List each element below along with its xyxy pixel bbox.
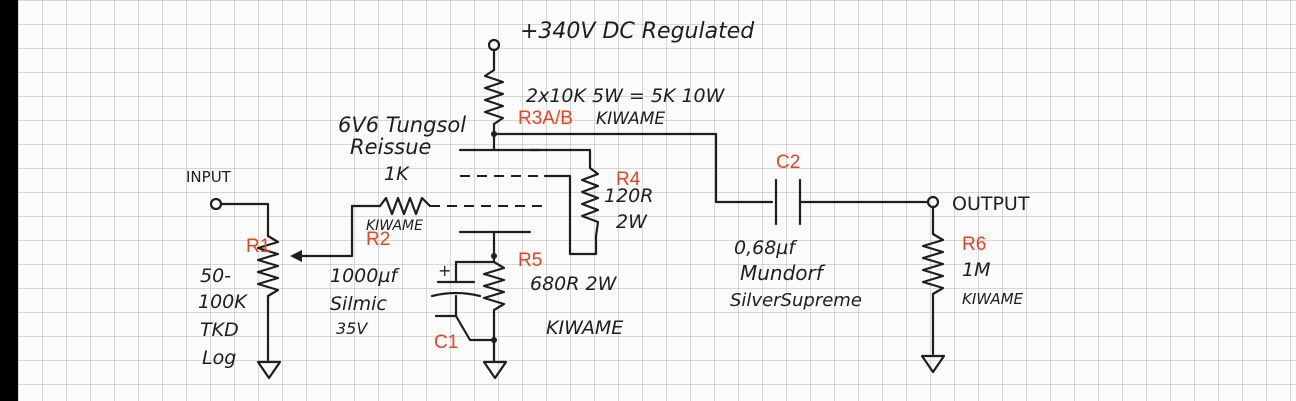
r1-potentiometer xyxy=(256,234,282,380)
r2-brand: KIWAME xyxy=(366,218,423,234)
tube-name-2: Reissue xyxy=(350,135,431,159)
r5-brand: KIWAME xyxy=(546,317,623,339)
c2-series: SilverSupreme xyxy=(730,290,862,311)
supply-label: +340V DC Regulated xyxy=(520,19,755,44)
r6-brand: KIWAME xyxy=(962,290,1024,308)
r1-ref-label: R1 xyxy=(246,236,270,257)
tube-6v6 xyxy=(430,138,598,258)
plate-wire xyxy=(491,131,774,204)
c2-value: 0,68µf xyxy=(734,237,798,259)
r3-ref-label: R3A/B xyxy=(518,108,573,129)
r4-power: 2W xyxy=(616,211,648,233)
c1-voltage: 35V xyxy=(336,319,368,338)
c2-brand: Mundorf xyxy=(740,261,826,285)
c2-capacitor xyxy=(774,178,930,226)
output-terminal xyxy=(926,195,940,236)
r3-value: 2x10K 5W = 5K 10W xyxy=(526,85,726,107)
r2-resistor xyxy=(290,196,432,262)
r4-resistor xyxy=(580,166,600,238)
r4-value: 120R xyxy=(604,185,653,207)
r6-resistor xyxy=(920,232,946,374)
r3-resistor xyxy=(483,68,505,142)
image-border xyxy=(0,0,18,401)
graph-paper xyxy=(18,0,1296,401)
output-label: OUTPUT xyxy=(952,193,1030,215)
c1-polarity: + xyxy=(438,261,451,280)
r1-line1: 50- xyxy=(200,265,231,287)
r5-ref-label: R5 xyxy=(518,250,542,271)
r2-value: 1K xyxy=(384,163,410,185)
r4-ref-label: R4 xyxy=(616,169,641,190)
r1-line4: Log xyxy=(202,347,236,369)
input-label: INPUT xyxy=(186,168,232,186)
r1-line3: TKD xyxy=(200,319,239,341)
tube-name: 6V6 Tungsol xyxy=(338,113,466,137)
input-terminal xyxy=(209,197,270,238)
c1-ref-label: C1 xyxy=(434,332,458,353)
r5-value: 680R 2W xyxy=(530,273,618,295)
r6-ref-label: R6 xyxy=(962,234,986,255)
c1-value: 1000µf xyxy=(330,265,400,287)
r2-ref-label: R2 xyxy=(366,229,390,250)
r5-resistor xyxy=(482,253,508,380)
r1-line2: 100K xyxy=(198,291,248,313)
r3-brand: KIWAME xyxy=(596,109,665,129)
r6-value: 1M xyxy=(962,259,990,281)
c1-capacitor xyxy=(430,260,497,343)
c1-type: Silmic xyxy=(330,293,387,315)
supply-node xyxy=(487,38,501,72)
c2-ref-label: C2 xyxy=(776,152,800,173)
